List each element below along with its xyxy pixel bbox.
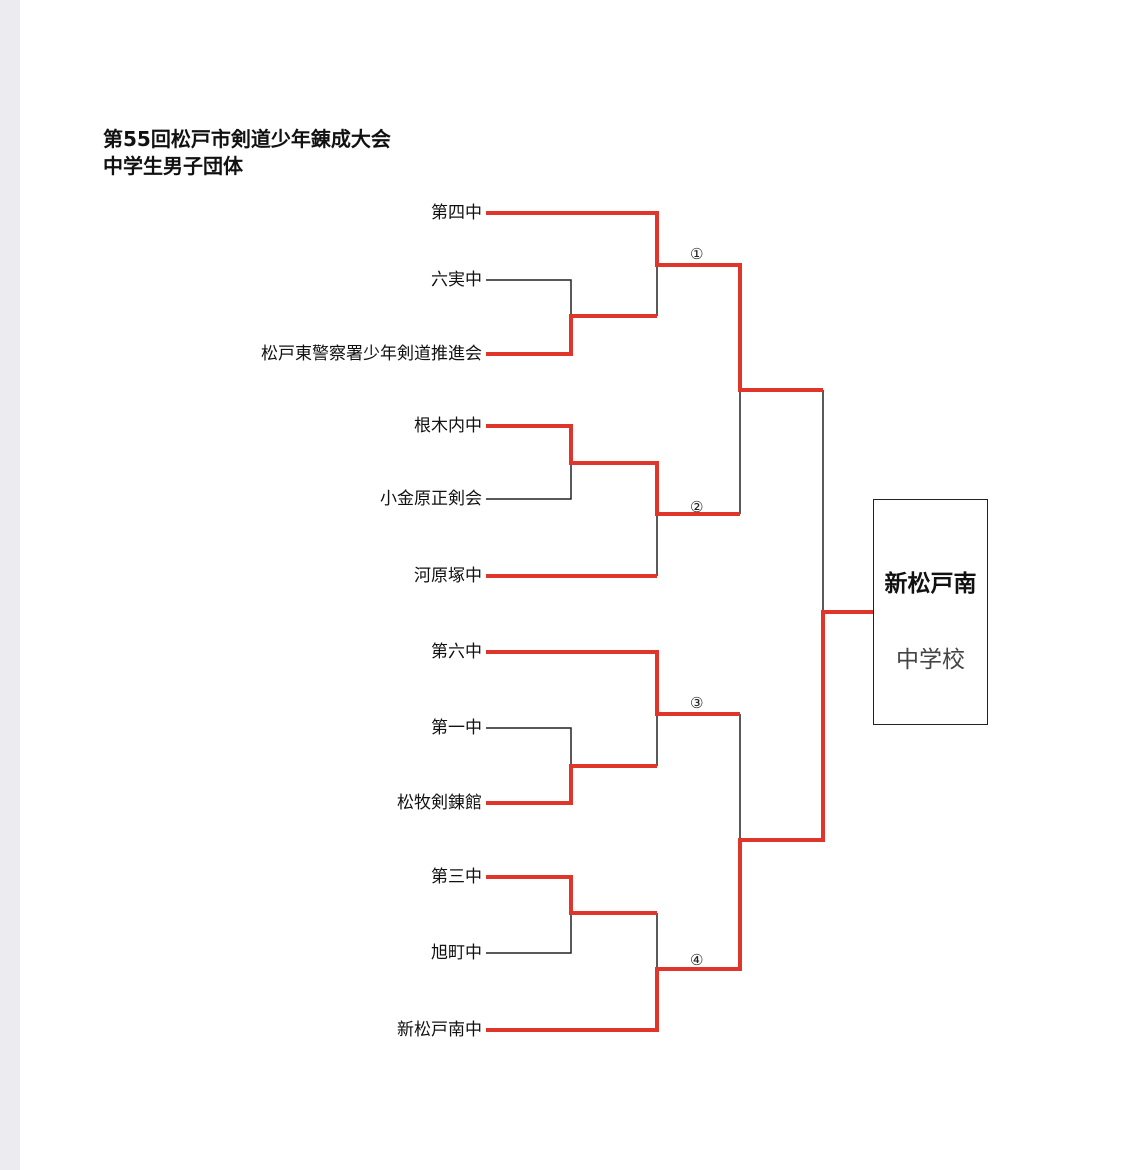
title-line-2: 中学生男子団体 — [103, 154, 243, 178]
champion-name: 新松戸南 — [884, 571, 977, 597]
team-label: 旭町中 — [431, 943, 482, 963]
winner-path — [486, 610, 873, 1032]
tournament-title: 第55回松戸市剣道少年錬成大会 中学生男子団体 — [103, 126, 391, 180]
winner-path — [486, 875, 657, 915]
team-label: 松戸東警察署少年剣道推進会 — [261, 344, 482, 364]
bracket-line — [486, 463, 572, 500]
team-label: 松牧剣錬館 — [397, 793, 482, 813]
winner-path — [486, 650, 740, 716]
team-label: 小金原正剣会 — [380, 489, 482, 509]
team-label: 新松戸南中 — [397, 1020, 482, 1040]
match-number: ② — [690, 498, 704, 516]
winner-path — [486, 314, 657, 356]
match-number: ① — [690, 245, 704, 263]
team-label: 河原塚中 — [414, 566, 482, 586]
team-label: 六実中 — [431, 270, 482, 290]
bracket-line — [486, 279, 572, 354]
team-label: 第一中 — [431, 718, 482, 738]
winner-path — [486, 424, 740, 516]
bracket-line — [486, 913, 572, 954]
champion-suffix: 中学校 — [896, 647, 965, 673]
match-number: ③ — [690, 694, 704, 712]
winner-path — [486, 211, 823, 392]
team-label: 根木内中 — [414, 416, 482, 436]
winner-path — [486, 764, 657, 805]
team-label: 第四中 — [431, 203, 482, 223]
team-label: 第三中 — [431, 867, 482, 887]
page — [20, 0, 1144, 1170]
title-line-1: 第55回松戸市剣道少年錬成大会 — [103, 127, 391, 151]
bracket-line — [486, 727, 572, 766]
match-number: ④ — [690, 951, 704, 969]
team-label: 第六中 — [431, 642, 482, 662]
champion-box: 新松戸南 中学校 — [873, 499, 988, 725]
